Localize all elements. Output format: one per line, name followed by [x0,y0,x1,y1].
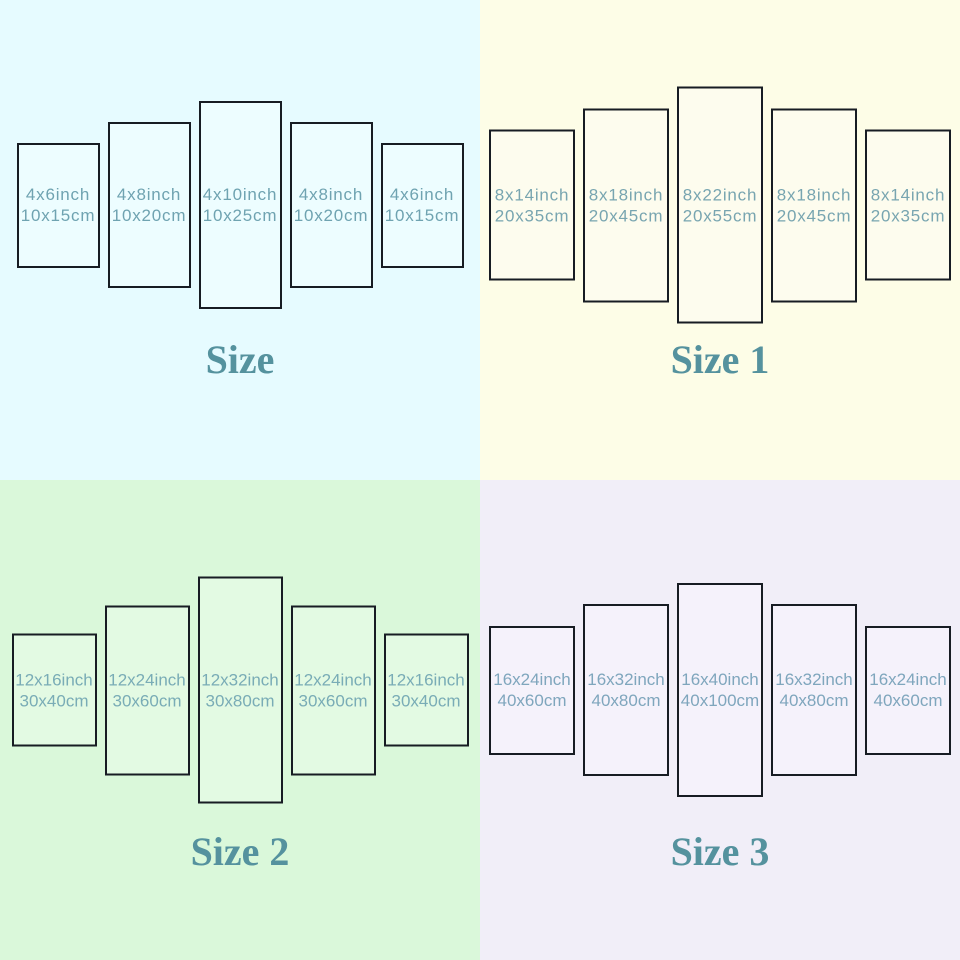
quadrant-title: Size 1 [670,337,770,382]
canvas-panel: 16x24inch 40x60cm [865,625,951,755]
panel-size-cm: 20x45cm [776,206,852,225]
canvas-panel: 8x18inch 20x45cm [771,108,857,302]
panel-size-cm: 10x15cm [20,206,96,225]
quadrant-size-3: 16x24inch 40x60cm 16x32inch 40x80cm 16x40inc… [480,480,960,960]
canvas-panel: 12x24inch 30x60cm [104,605,190,775]
panel-size-cm: 30x40cm [391,691,461,710]
panel-size-inch: 4x8inch [116,185,182,204]
panel-size-inch: 4x6inch [389,185,455,204]
panel-size-cm: 30x60cm [112,691,182,710]
panel-size-cm: 40x60cm [873,691,943,710]
panel-size-inch: 8x18inch [588,185,664,204]
canvas-panel: 8x22inch 20x55cm [677,86,763,324]
panel-size-inch: 4x6inch [25,185,91,204]
quadrant-size-2: 12x16inch 30x40cm 12x24inch 30x60cm 12x32inc… [0,480,480,960]
panel-size-inch: 16x32inch [775,670,853,689]
canvas-panel: 4x10inch 10x25cm [198,101,282,309]
panel-size-cm: 40x100cm [680,691,760,710]
canvas-panel: 4x6inch 10x15cm [16,142,100,268]
panel-size-inch: 16x24inch [869,670,947,689]
panel-size-inch: 16x32inch [587,670,665,689]
panel-size-cm: 10x25cm [202,206,278,225]
panel-size-cm: 10x15cm [384,206,460,225]
panel-size-inch: 8x22inch [682,185,758,204]
panel-size-inch: 4x10inch [202,185,278,204]
canvas-panel: 12x24inch 30x60cm [290,605,376,775]
quadrant-title: Size 3 [670,829,770,874]
panel-size-cm: 10x20cm [111,206,187,225]
panel-size-cm: 30x80cm [205,691,275,710]
panel-size-inch: 8x18inch [776,185,852,204]
quadrant-size-1: 8x14inch 20x35cm 8x18inch 20x45cm 8x22inch 20… [480,0,960,480]
canvas-panel: 8x14inch 20x35cm [489,129,575,281]
quadrant-size: 4x6inch 10x15cm 4x8inch 10x20cm 4x10inch 10x2… [0,0,480,480]
canvas-panel: 8x18inch 20x45cm [583,108,669,302]
panel-size-inch: 16x40inch [681,670,759,689]
canvas-panel: 12x32inch 30x80cm [197,576,283,804]
panel-size-inch: 12x24inch [108,670,186,689]
canvas-panel: 16x40inch 40x100cm [677,583,763,797]
panel-size-cm: 20x55cm [682,206,758,225]
panel-size-cm: 40x80cm [591,691,661,710]
panel-size-cm: 20x35cm [494,206,570,225]
canvas-panel: 12x16inch 30x40cm [11,633,97,747]
panel-row: 8x14inch 20x35cm 8x18inch 20x45cm 8x22inch 20… [480,86,960,324]
panel-size-cm: 30x60cm [298,691,368,710]
canvas-panel: 4x6inch 10x15cm [380,142,464,268]
panel-size-inch: 12x16inch [15,670,93,689]
panel-size-inch: 8x14inch [494,185,570,204]
panel-size-inch: 12x32inch [201,670,279,689]
panel-size-inch: 4x8inch [298,185,364,204]
panel-size-cm: 10x20cm [293,206,369,225]
panel-row: 4x6inch 10x15cm 4x8inch 10x20cm 4x10inch 10x2… [0,101,480,309]
canvas-panel: 8x14inch 20x35cm [865,129,951,281]
panel-size-cm: 40x60cm [497,691,567,710]
panel-row: 16x24inch 40x60cm 16x32inch 40x80cm 16x40inc… [480,583,960,797]
panel-size-inch: 12x16inch [387,670,465,689]
canvas-panel: 16x24inch 40x60cm [489,625,575,755]
canvas-panel: 16x32inch 40x80cm [771,604,857,776]
panel-size-cm: 20x35cm [870,206,946,225]
panel-size-inch: 16x24inch [493,670,571,689]
canvas-panel: 16x32inch 40x80cm [583,604,669,776]
quadrant-title: Size 2 [190,829,290,874]
canvas-panel: 12x16inch 30x40cm [383,633,469,747]
quadrant-title: Size [205,337,275,382]
panel-size-inch: 12x24inch [294,670,372,689]
panel-row: 12x16inch 30x40cm 12x24inch 30x60cm 12x32inc… [0,576,480,804]
panel-size-cm: 40x80cm [779,691,849,710]
panel-size-cm: 20x45cm [588,206,664,225]
panel-size-inch: 8x14inch [870,185,946,204]
canvas-panel: 4x8inch 10x20cm [289,122,373,288]
panel-size-cm: 30x40cm [19,691,89,710]
canvas-panel: 4x8inch 10x20cm [107,122,191,288]
